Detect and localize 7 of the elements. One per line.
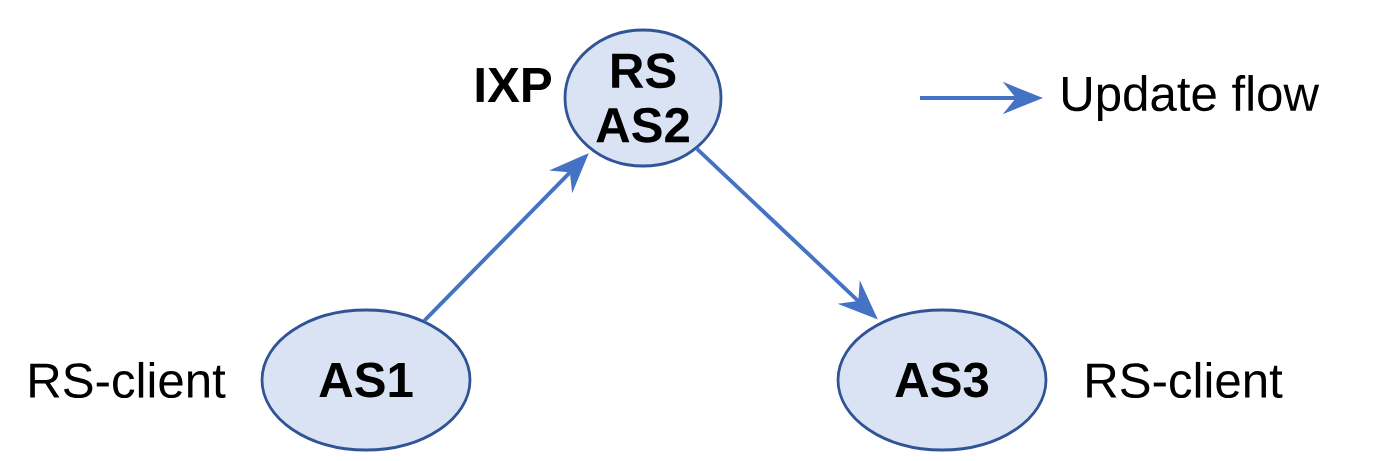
legend-label: Update flow	[1063, 75, 1320, 121]
node-caption: IXP	[476, 68, 551, 102]
ellipse-node: RS AS2	[563, 28, 723, 168]
node-caption: RS-client	[30, 361, 226, 399]
ellipse-node: AS3	[836, 308, 1048, 452]
node-caption: RS-client	[1087, 361, 1283, 399]
ellipse-node: AS1	[260, 308, 472, 452]
